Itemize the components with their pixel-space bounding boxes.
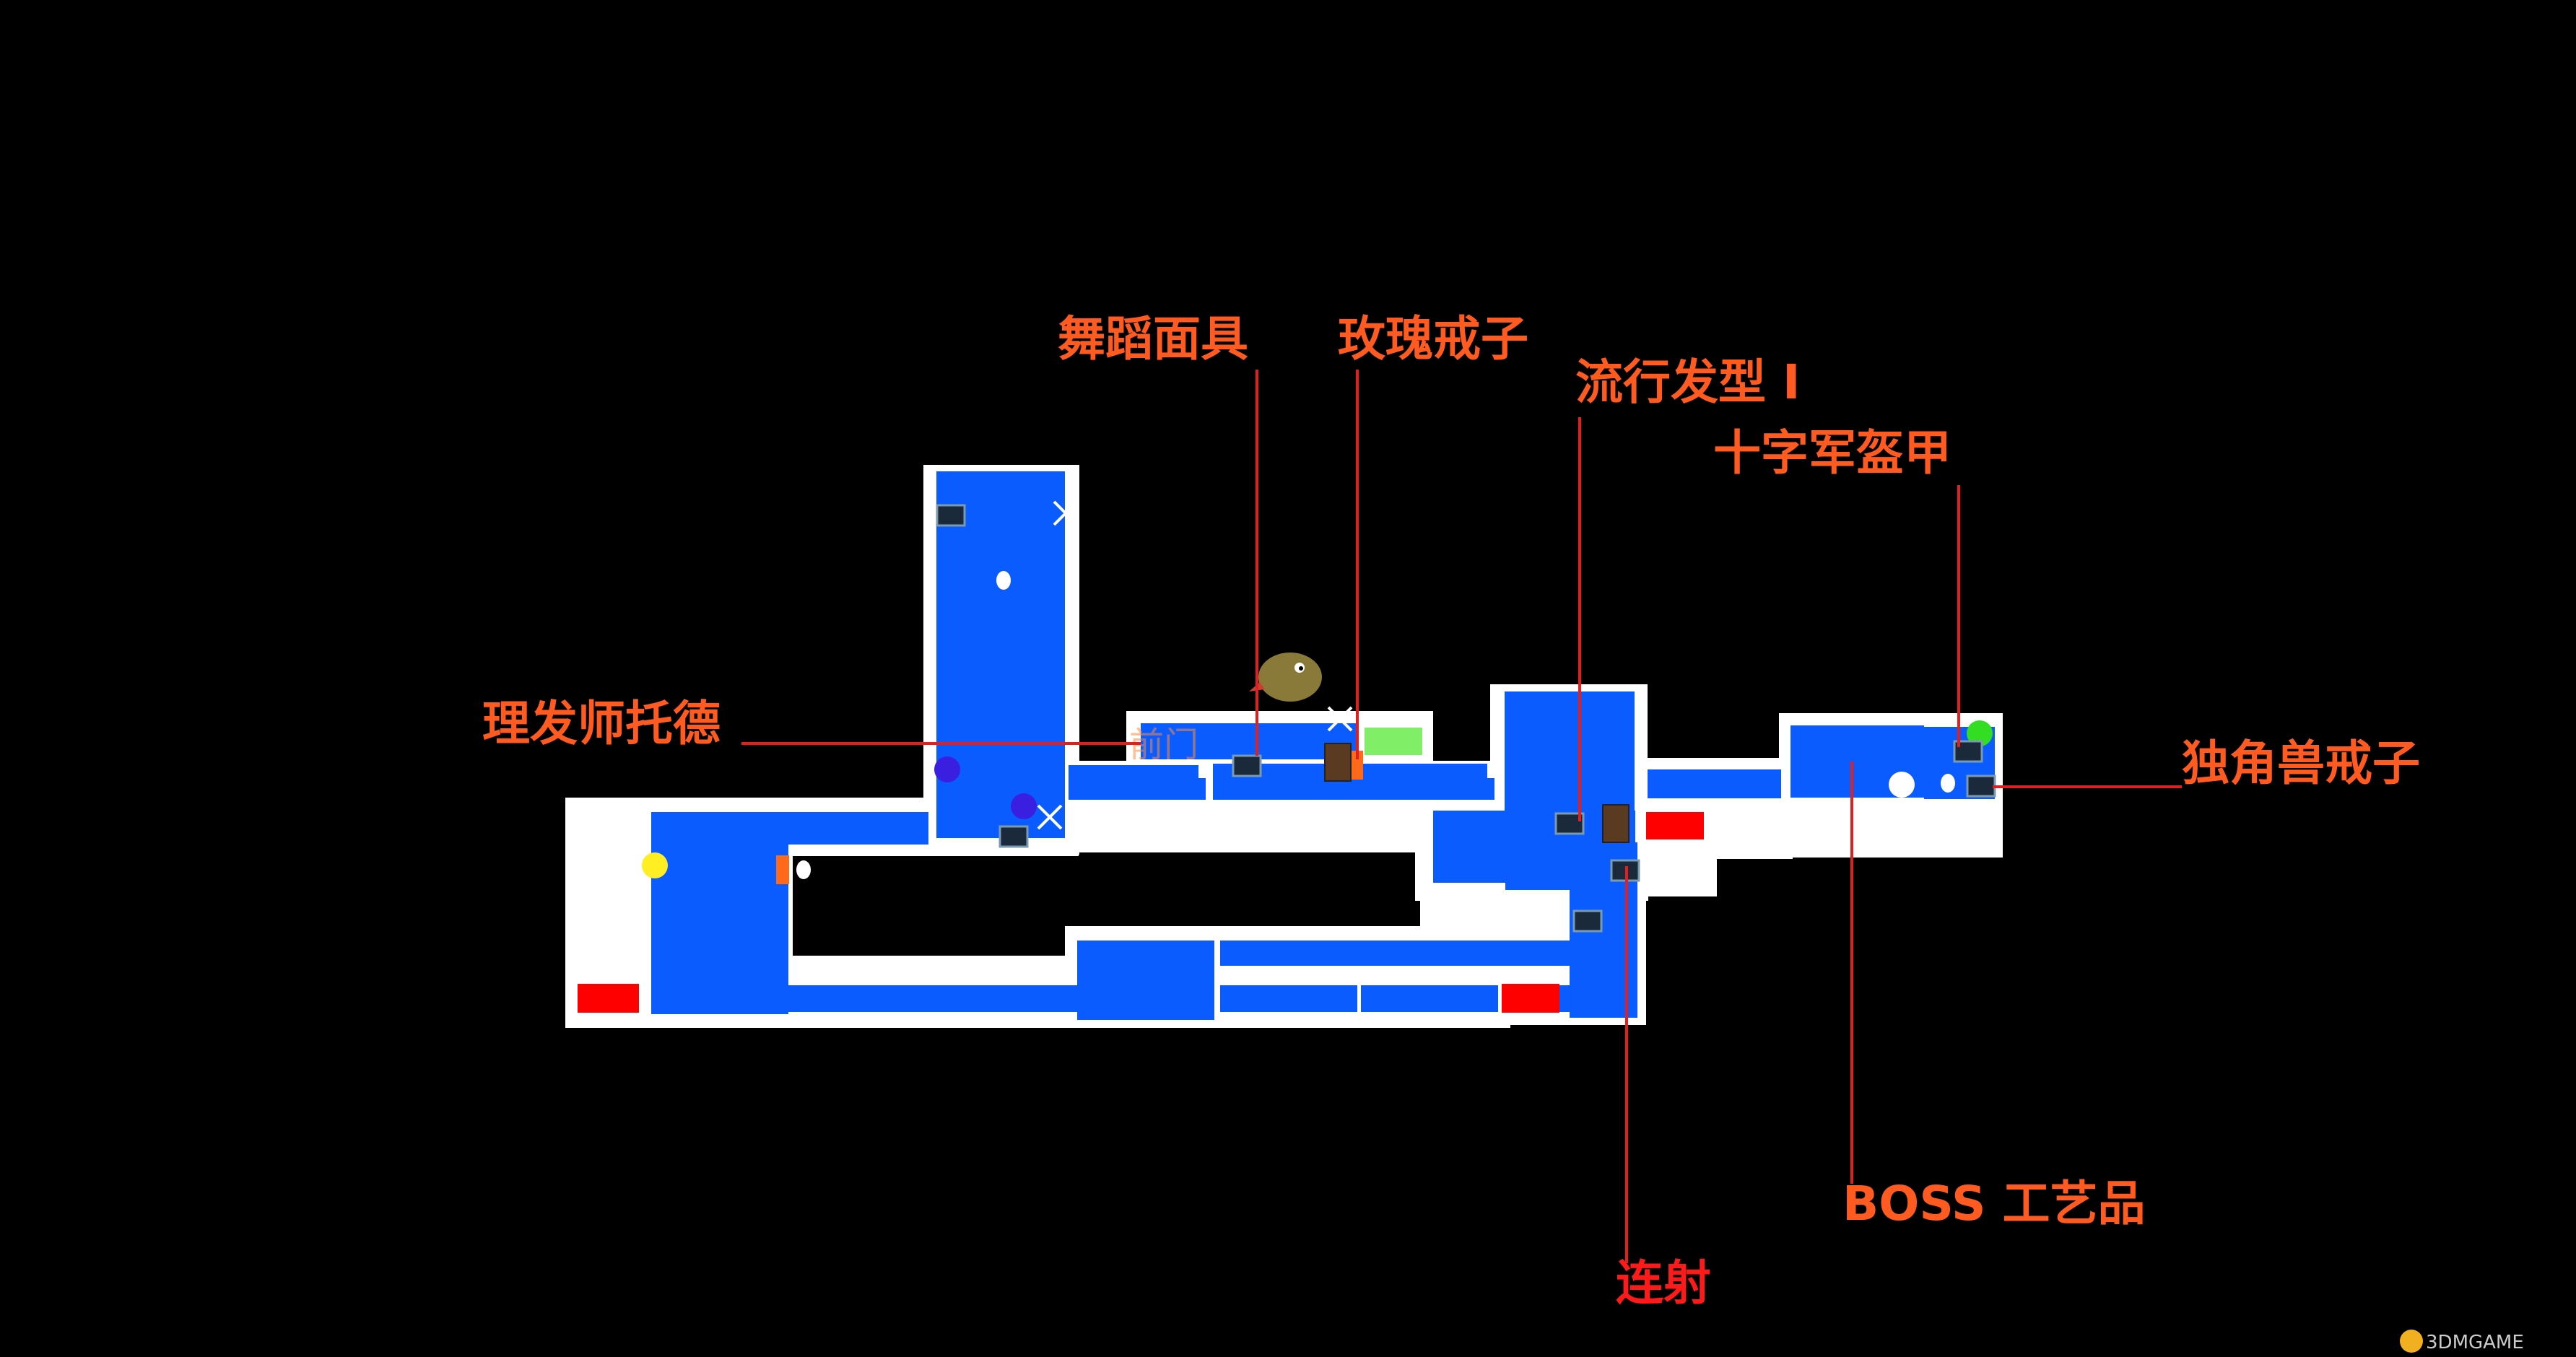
label-unicorn-ring: 独角兽戒子 bbox=[2182, 736, 2420, 791]
npc-markers bbox=[642, 720, 1993, 878]
front-door-marker: 前门 bbox=[1129, 725, 1198, 765]
treasure-chest-icon bbox=[1572, 909, 1603, 933]
label-rose-ring: 玫瑰戒子 bbox=[1338, 311, 1528, 367]
crossed-swords-icon bbox=[1053, 500, 1079, 526]
skull-icon bbox=[796, 860, 811, 879]
exit-bottom-door bbox=[1502, 984, 1559, 1013]
npc-purple-1 bbox=[934, 756, 960, 782]
npc-white bbox=[1889, 772, 1915, 798]
skulls bbox=[796, 571, 1955, 879]
treasure-chest-icon bbox=[1966, 775, 1996, 798]
treasure-chest-icon bbox=[936, 504, 966, 527]
map-labels: 舞蹈面具 玫瑰戒子 流行发型 I 十字军盔甲 理发师托德 独角兽戒子 BOSS … bbox=[482, 311, 2420, 1311]
npc-green bbox=[1967, 720, 1993, 746]
bookshelves bbox=[1324, 743, 1629, 843]
crossed-swords bbox=[1037, 500, 1353, 830]
crossed-swords-icon bbox=[1037, 804, 1063, 830]
label-dance-mask: 舞蹈面具 bbox=[1058, 311, 1248, 367]
map-exits bbox=[578, 728, 1704, 1013]
skull-icon bbox=[996, 571, 1011, 590]
orange-door-2 bbox=[1350, 751, 1363, 780]
crossed-swords-icon bbox=[1327, 706, 1353, 732]
leader-lines bbox=[741, 370, 2182, 1263]
label-crusader-armor: 十字军盔甲 bbox=[1713, 425, 1951, 481]
watermark-logo-icon bbox=[2400, 1330, 2423, 1353]
watermark: 3DMGAME bbox=[2400, 1330, 2524, 1353]
npc-purple-2 bbox=[1011, 793, 1037, 819]
orange-door bbox=[776, 855, 789, 884]
save-point bbox=[1365, 728, 1422, 755]
bookshelf-icon bbox=[1324, 743, 1352, 782]
map-floor bbox=[651, 471, 1995, 1020]
label-boss-artifact: BOSS 工艺品 bbox=[1842, 1176, 2146, 1231]
bird-creature-icon bbox=[1249, 653, 1322, 702]
skull-icon bbox=[1941, 774, 1955, 793]
bookshelf-icon bbox=[1602, 804, 1629, 843]
watermark-text: 3DMGAME bbox=[2426, 1332, 2524, 1353]
label-pop-hair: 流行发型 I bbox=[1575, 354, 1801, 410]
treasure-chest-icon bbox=[998, 825, 1029, 848]
exit-right-door bbox=[1646, 812, 1704, 839]
npc-yellow bbox=[642, 852, 668, 878]
label-barber-todd: 理发师托德 bbox=[482, 696, 721, 751]
label-rapid-fire: 连射 bbox=[1616, 1255, 1711, 1311]
exit-left-door bbox=[578, 984, 639, 1013]
treasure-chest-icon bbox=[1232, 754, 1262, 777]
